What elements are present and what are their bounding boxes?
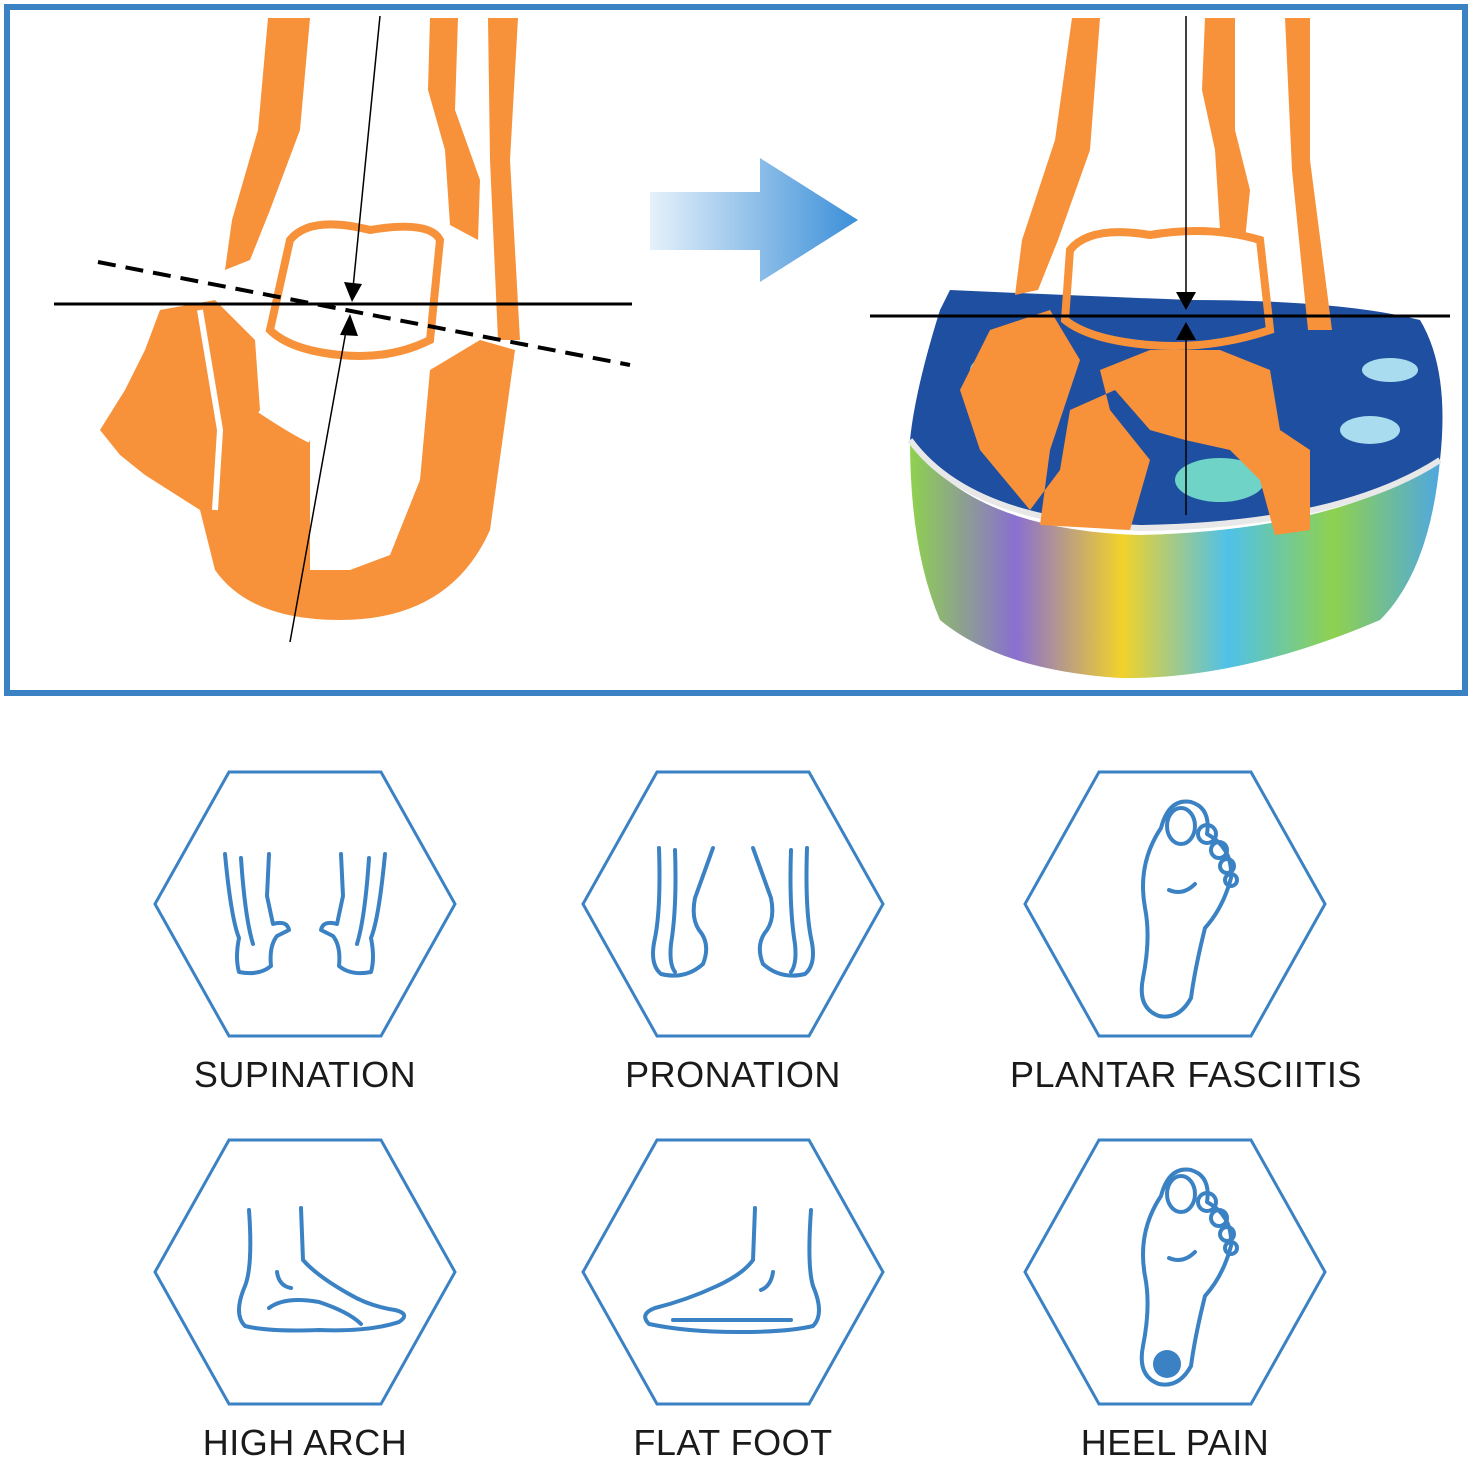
- condition-high-arch: HIGH ARCH: [140, 1136, 470, 1464]
- condition-heel-pain: HEEL PAIN: [1010, 1136, 1340, 1464]
- condition-flat-foot: FLAT FOOT: [568, 1136, 898, 1464]
- illustration-panel: [4, 4, 1468, 696]
- condition-label: FLAT FOOT: [633, 1422, 833, 1463]
- condition-label: SUPINATION: [193, 1054, 417, 1095]
- high-arch-foot-icon: [153, 1138, 457, 1406]
- right-arrow-icon: [650, 158, 858, 282]
- condition-label: HIGH ARCH: [202, 1422, 408, 1463]
- condition-pronation: PRONATION: [568, 768, 898, 1096]
- corrected-ankle-with-heel-cup-insole: [870, 16, 1450, 679]
- condition-label: HEEL PAIN: [1080, 1422, 1270, 1463]
- heel-pain-sole-icon: [1023, 1138, 1327, 1406]
- misaligned-ankle-bones: [54, 15, 632, 643]
- heel-pain-spot: [1153, 1350, 1181, 1378]
- pronation-feet-icon: [581, 770, 885, 1038]
- foot-sole-icon: [1023, 770, 1327, 1038]
- supination-feet-icon: [153, 770, 457, 1038]
- condition-label: PLANTAR FASCIITIS: [1010, 1054, 1362, 1095]
- condition-label: PRONATION: [625, 1054, 841, 1095]
- flat-foot-icon: [581, 1138, 885, 1406]
- condition-supination: SUPINATION: [140, 768, 470, 1096]
- condition-plantar-fasciitis: PLANTAR FASCIITIS: [1010, 768, 1362, 1096]
